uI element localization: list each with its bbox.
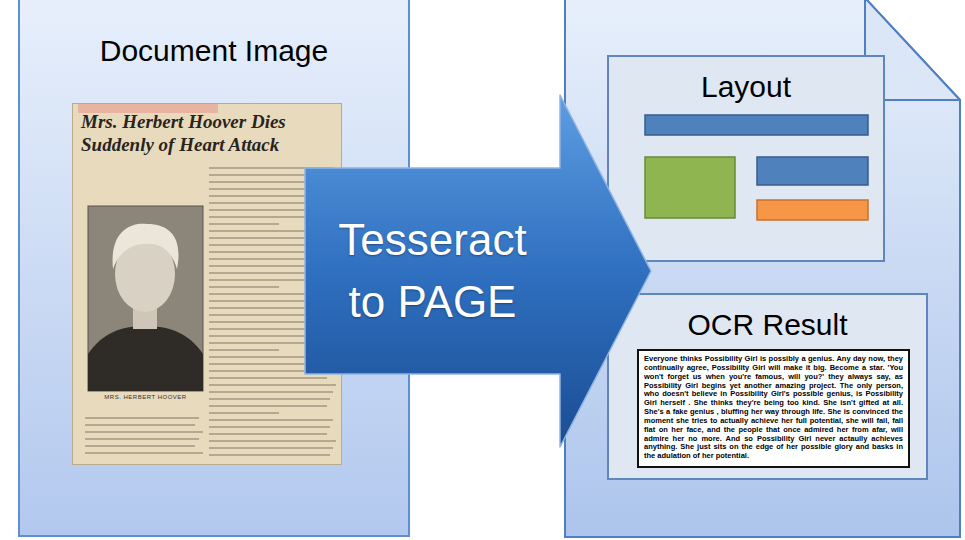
ocr-paragraph: Everyone thinks Possibility Girl is poss…	[644, 355, 903, 461]
image-region	[645, 157, 735, 218]
text-line	[85, 438, 199, 440]
text-line	[85, 417, 199, 419]
photo-hair	[113, 224, 179, 269]
arrow-body	[305, 95, 651, 447]
text-line	[209, 433, 327, 435]
text-line	[85, 424, 195, 426]
text-line	[209, 391, 333, 393]
photo-frame	[88, 206, 203, 391]
newspaper-clipping: Mrs. Herbert Hoover Dies Suddenly of Hea…	[72, 103, 342, 465]
panel-title: Layout	[609, 69, 883, 105]
text-line	[85, 431, 203, 433]
text-line	[209, 286, 279, 288]
text-region-bar	[645, 115, 868, 135]
text-line	[209, 223, 279, 225]
arrow-shape	[305, 95, 653, 447]
panel-title: OCR Result	[609, 307, 926, 343]
text-region	[757, 200, 868, 220]
process-arrow: Tesseract to PAGE	[305, 95, 653, 447]
clipping-art	[73, 104, 343, 466]
text-region	[757, 157, 868, 185]
arrow-label: Tesseract to PAGE	[317, 209, 548, 333]
text-line	[209, 398, 330, 400]
text-line	[209, 454, 330, 456]
text-line	[209, 377, 327, 379]
photo-dress	[88, 326, 203, 391]
layout-panel: Layout	[607, 55, 885, 262]
text-line	[209, 426, 330, 428]
text-line	[209, 412, 279, 414]
ocr-text-box: Everyone thinks Possibility Girl is poss…	[637, 349, 910, 468]
clipping-text-lines	[85, 168, 336, 455]
text-line	[209, 405, 327, 407]
text-line	[209, 447, 333, 449]
panel-title: Document Image	[20, 33, 408, 69]
headline: Mrs. Herbert Hoover Dies Suddenly of Hea…	[81, 110, 339, 156]
ocr-panel: OCR ResultEveryone thinks Possibility Gi…	[607, 293, 928, 480]
text-line	[209, 349, 279, 351]
text-line	[85, 445, 195, 447]
text-line	[209, 384, 336, 386]
text-line	[209, 419, 333, 421]
text-line	[85, 452, 203, 454]
text-line	[209, 440, 336, 442]
photo-caption: MRS. HERBERT HOOVER	[88, 394, 203, 401]
